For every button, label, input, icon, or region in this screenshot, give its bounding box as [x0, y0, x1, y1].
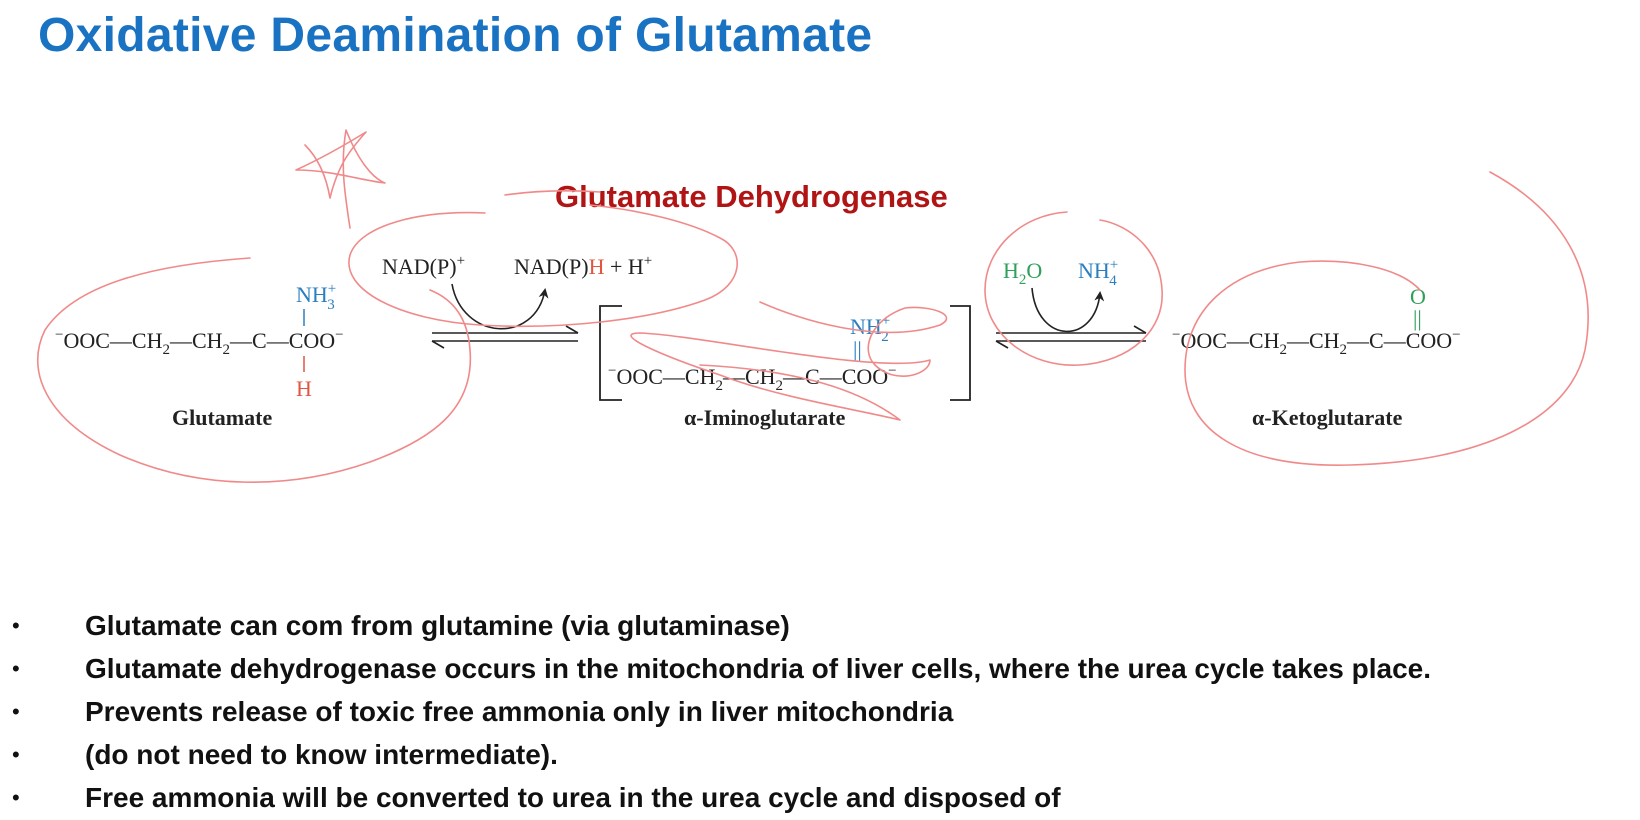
- annotation-circle-water-ammonium: [984, 211, 1163, 366]
- ketone-double-bond: ||: [1413, 306, 1422, 331]
- imine-double-bond: ||: [853, 337, 862, 362]
- bullet-text: Prevents release of toxic free ammonia o…: [85, 696, 954, 727]
- glutamate-formula: −OOC—CH2—CH2—C—COO−: [55, 327, 344, 358]
- bullet-list: • Glutamate can com from glutamine (via g…: [0, 604, 1431, 819]
- left-bracket: [599, 305, 622, 401]
- right-bracket: [950, 305, 971, 401]
- annotation-circle-nadp: [348, 204, 738, 328]
- ammonium-product: NH+4: [1078, 257, 1118, 289]
- glutamate-hydrogen: H: [296, 376, 312, 401]
- slide-title: Oxidative Deamination of Glutamate: [38, 9, 873, 62]
- ketone-oxygen: O: [1410, 284, 1426, 309]
- bullet-marker: •: [12, 785, 20, 810]
- bullet-item: • (do not need to know intermediate).: [0, 733, 1431, 776]
- cofactor-curved-arrow-1: [451, 283, 549, 330]
- cofactor-curved-arrow-2: [1031, 287, 1105, 333]
- ketoglutarate-formula: −OOC—CH2—CH2—C—COO−: [1172, 327, 1461, 358]
- bullet-item: • Prevents release of toxic free ammonia …: [0, 690, 1431, 733]
- ketoglutarate-structure: O || −OOC—CH2—CH2—C—COO− α-Ketoglutarate: [1172, 284, 1461, 430]
- iminoglutarate-formula: −OOC—CH2—CH2—C—COO−: [608, 363, 897, 394]
- annotation-circle-glutamate: [37, 257, 472, 483]
- bullet-marker: •: [12, 613, 20, 638]
- annotation-star: [295, 129, 386, 229]
- bullet-item: • Free ammonia will be converted to urea …: [0, 776, 1431, 819]
- cofactor-nadp-oxidized: NAD(P)+: [382, 253, 465, 279]
- glutamate-amine-group: NH+3: [296, 281, 336, 313]
- bullet-text: Free ammonia will be converted to urea i…: [85, 782, 1061, 813]
- iminoglutarate-label: α-Iminoglutarate: [684, 405, 846, 430]
- bullet-text: Glutamate dehydrogenase occurs in the mi…: [85, 653, 1432, 684]
- reaction-scheme: Glutamate Dehydrogenase −OOC—CH2—CH2—C—C…: [37, 129, 1589, 483]
- enzyme-label: Glutamate Dehydrogenase: [555, 179, 948, 214]
- ketoglutarate-label: α-Ketoglutarate: [1252, 405, 1403, 430]
- bullet-marker: •: [12, 742, 20, 767]
- annotation-underline-enzyme: [504, 189, 601, 196]
- handwritten-annotations: [37, 129, 1589, 483]
- annotation-scribble-intermediate: [630, 301, 948, 421]
- water-reactant: H2O: [1003, 258, 1042, 288]
- bullet-item: • Glutamate dehydrogenase occurs in the m…: [0, 647, 1431, 690]
- bullet-marker: •: [12, 699, 20, 724]
- equilibrium-arrow-1: [431, 325, 579, 349]
- equilibrium-arrow-2: [995, 325, 1147, 349]
- bullet-text: (do not need to know intermediate).: [85, 739, 558, 770]
- bullet-text: Glutamate can com from glutamine (via gl…: [85, 610, 790, 641]
- cofactor-nadph-plus-proton: NAD(P)H + H+: [514, 253, 652, 279]
- bullet-item: • Glutamate can com from glutamine (via g…: [0, 604, 1431, 647]
- iminoglutarate-structure: NH+2 || −OOC—CH2—CH2—C—COO− α-Iminogluta…: [599, 305, 971, 430]
- glutamate-label: Glutamate: [172, 405, 272, 430]
- annotation-circle-ketoglutarate: [1184, 171, 1589, 466]
- bullet-marker: •: [12, 656, 20, 681]
- glutamate-structure: −OOC—CH2—CH2—C—COO− NH+3 H Glutamate: [55, 281, 344, 430]
